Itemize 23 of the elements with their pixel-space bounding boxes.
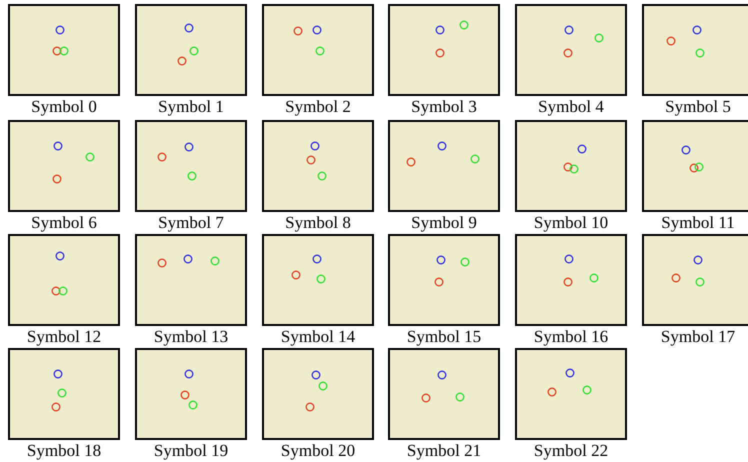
panel-caption: Symbol 22	[532, 441, 610, 461]
panel-caption: Symbol 6	[30, 213, 98, 233]
panel-caption: Symbol 7	[157, 213, 225, 233]
panel-caption: Symbol 0	[30, 97, 98, 117]
panel-caption: Symbol 16	[532, 327, 610, 347]
panel-caption: Symbol 10	[532, 213, 610, 233]
panel-caption: Symbol 4	[537, 97, 605, 117]
panel-caption: Symbol 11	[660, 213, 736, 233]
panel-caption: Symbol 20	[280, 441, 356, 461]
panel-caption: Symbol 1	[157, 97, 225, 117]
panel-caption: Symbol 5	[664, 97, 732, 117]
panel-caption: Symbol 9	[410, 213, 478, 233]
panel-caption: Symbol 8	[284, 213, 352, 233]
panel-caption: Symbol 12	[26, 327, 102, 347]
panel-caption: Symbol 14	[280, 327, 356, 347]
panel-caption: Symbol 19	[152, 441, 230, 461]
panel-caption: Symbol 21	[406, 441, 482, 461]
panel-caption: Symbol 18	[26, 441, 102, 461]
panel-caption: Symbol 2	[284, 97, 352, 117]
panel-caption: Symbol 15	[406, 327, 482, 347]
panel-caption: Symbol 13	[152, 327, 230, 347]
panel-caption: Symbol 17	[660, 327, 736, 347]
panel-caption: Symbol 3	[410, 97, 478, 117]
